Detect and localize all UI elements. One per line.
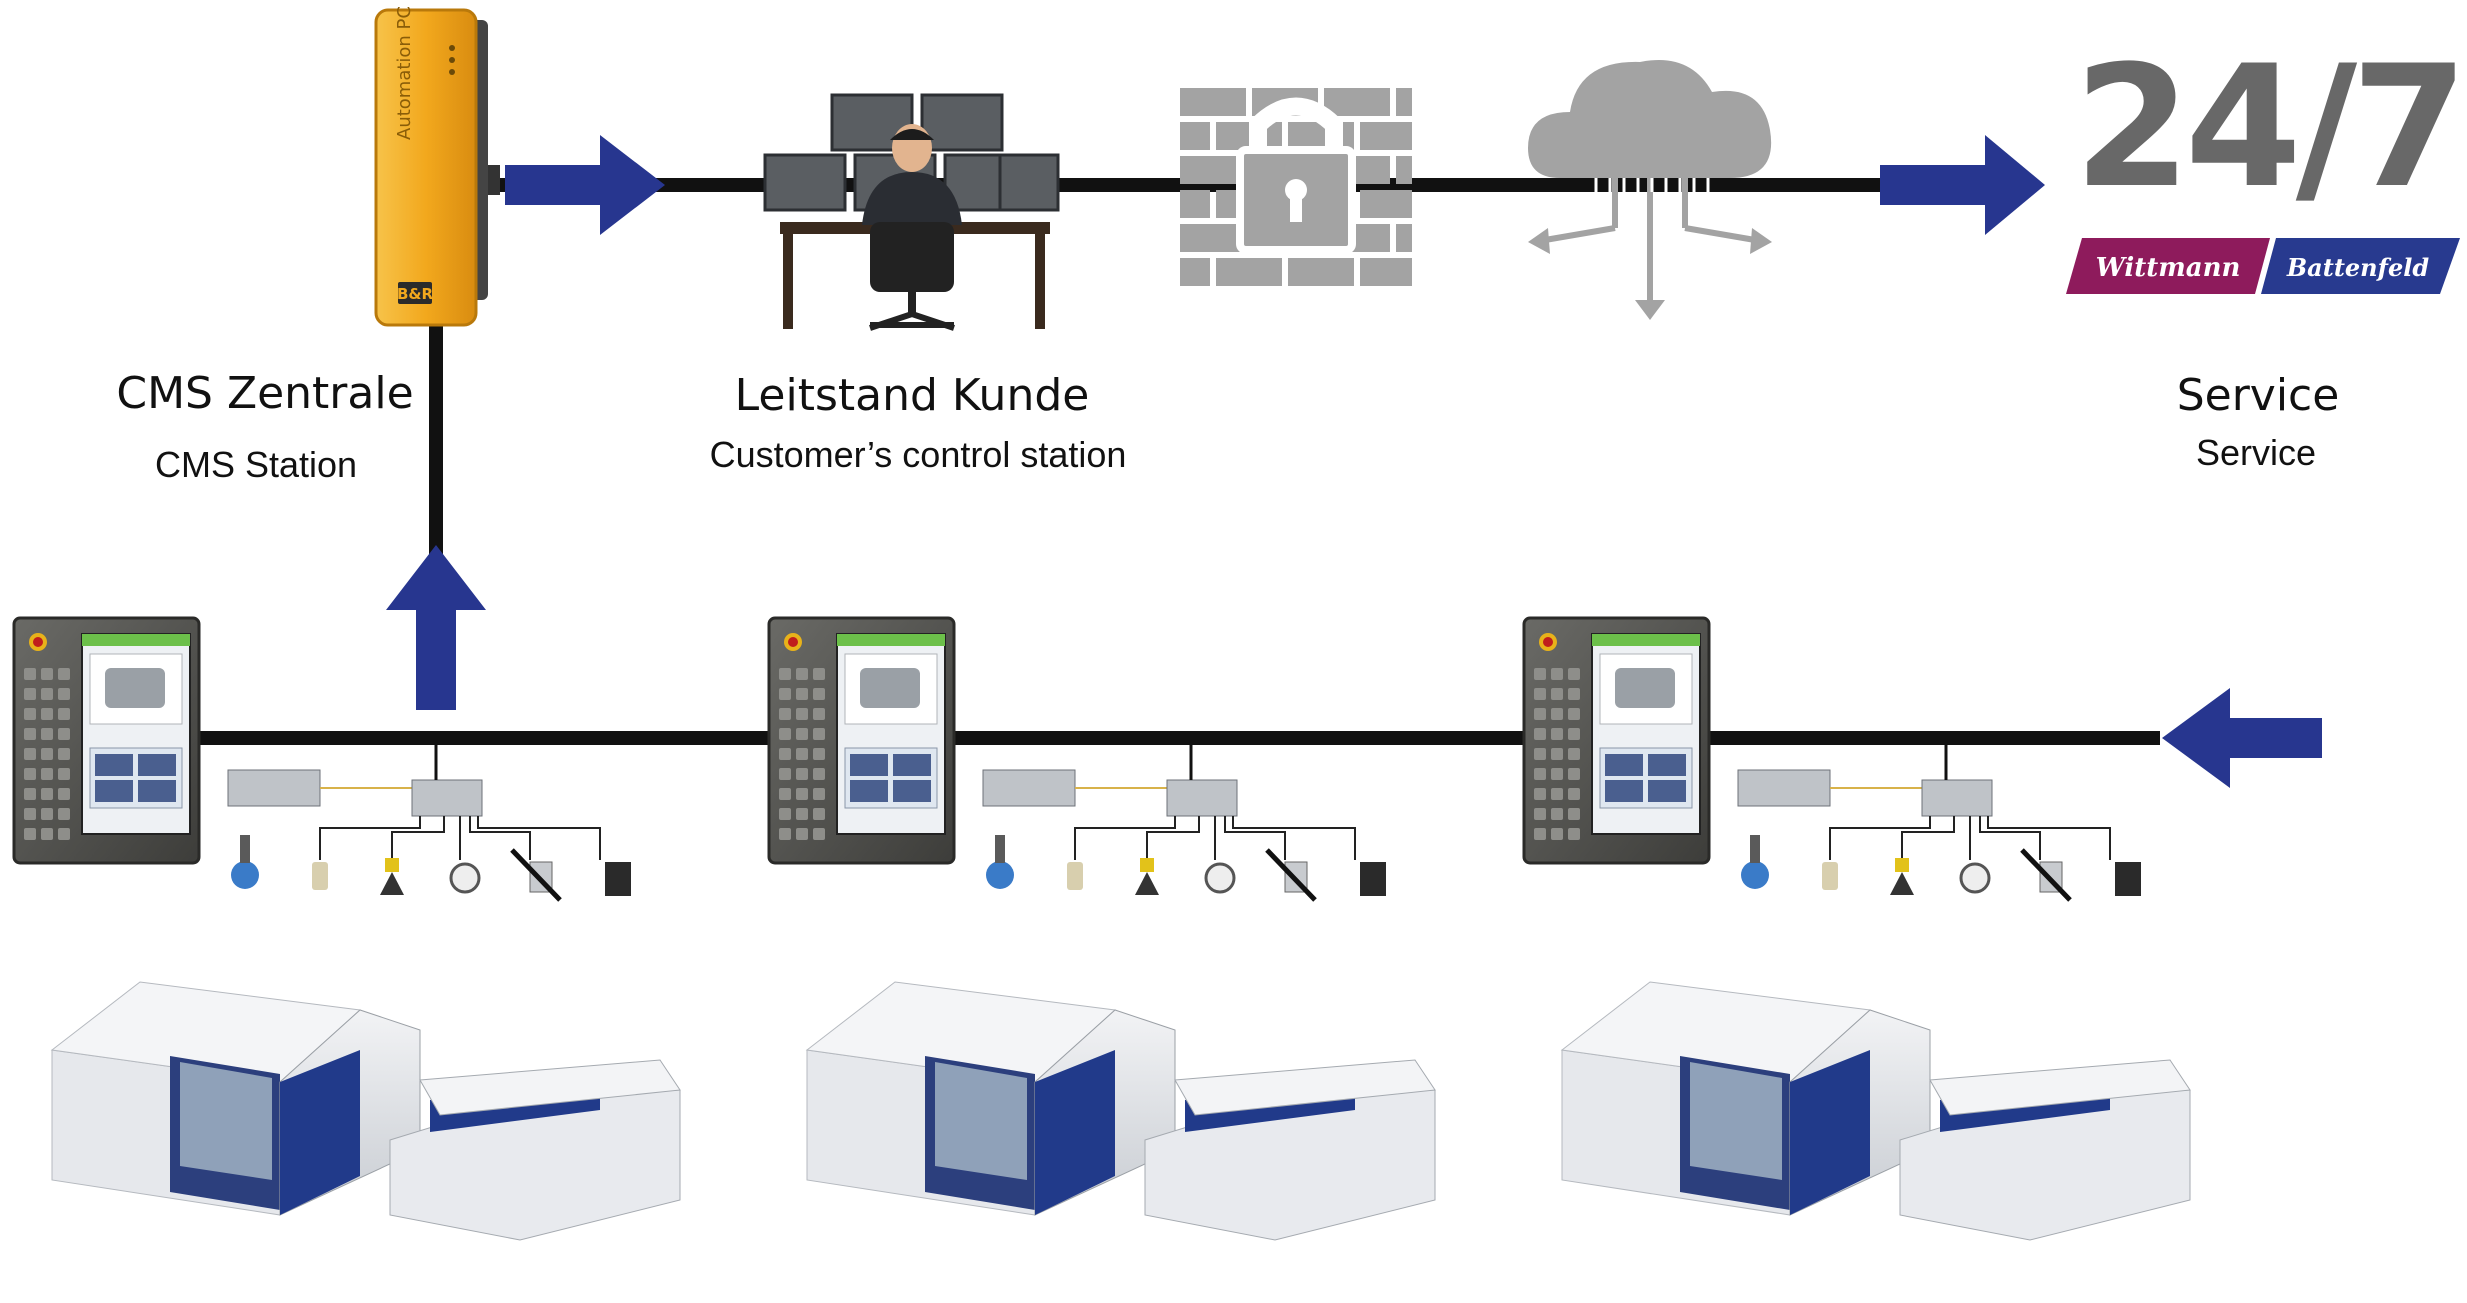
leitstand-title-label: Leitstand Kunde [734, 370, 1090, 421]
field-devices-3 [1741, 835, 2141, 902]
machine-units [12, 616, 2191, 1241]
field-devices-2 [986, 835, 1386, 902]
cms-sub-label: CMS Station [154, 444, 358, 485]
brand-text-wittmann: Wittmann [2096, 253, 2241, 283]
cms-device-logo: B&R [397, 285, 434, 303]
machine-unit-1 [12, 616, 681, 1241]
injection-machine-3 [1560, 981, 2191, 1241]
padlock-icon [1236, 97, 1356, 254]
arrow-left-incoming [2162, 688, 2322, 788]
firewall-icon [1180, 88, 1412, 286]
control-panel-2 [767, 616, 956, 865]
service-badge: 24/7 Wittmann Battenfeld [2066, 29, 2467, 294]
cms-title-label: CMS Zentrale [116, 368, 414, 419]
machine-unit-2 [767, 616, 1436, 1241]
brand-bar-right [2261, 238, 2460, 294]
arrow-right-cms-to-control [505, 135, 665, 235]
control-panel-3 [1522, 616, 1711, 865]
field-devices-1 [231, 835, 631, 902]
cms-automation-pc: Automation PC B&R [374, 6, 500, 327]
service-title-label: Service [2176, 370, 2340, 421]
brand-text-battenfeld: Battenfeld [2286, 253, 2429, 282]
cms-device-text: Automation PC [394, 6, 415, 140]
control-station-illustration [763, 93, 1060, 331]
network-lines [195, 178, 2160, 745]
leitstand-sub-label: Customer’s control station [709, 434, 1127, 475]
brand-bar-left [2066, 238, 2270, 294]
io-modules-3 [1737, 738, 2111, 860]
machine-unit-3 [1522, 616, 2191, 1241]
io-modules-2 [982, 738, 1356, 860]
control-panel-1 [12, 616, 201, 865]
io-modules-1 [227, 738, 601, 860]
arrow-right-to-service [1880, 135, 2045, 235]
service-sub-label: Service [2195, 432, 2317, 473]
cloud-network-icon [1528, 60, 1772, 320]
flow-arrows [386, 135, 2322, 788]
injection-machine-1 [50, 981, 681, 1241]
arrow-up-to-cms [386, 545, 486, 710]
service-hours-text: 24/7 [2074, 29, 2462, 225]
injection-machine-2 [805, 981, 1436, 1241]
